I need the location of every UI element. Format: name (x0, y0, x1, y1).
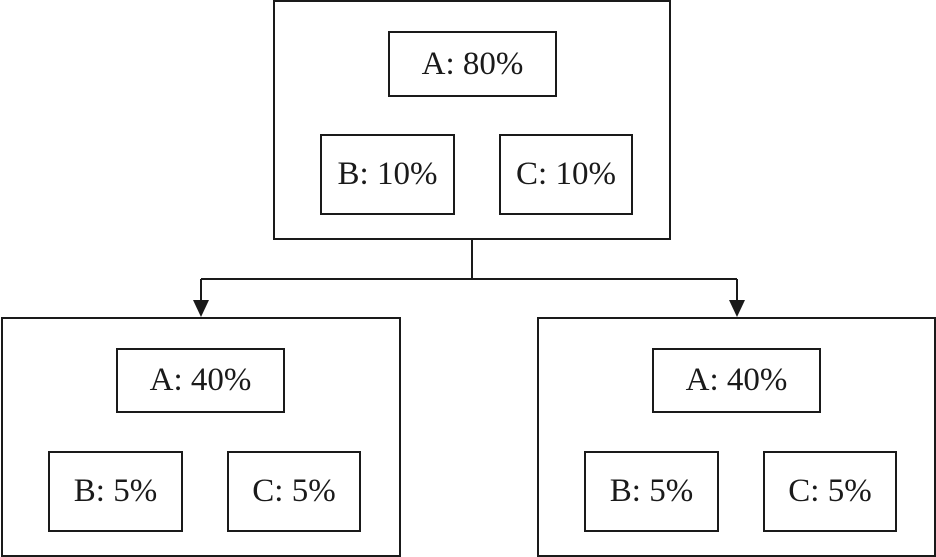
top-cell-c-label: C: 10% (516, 156, 616, 192)
left-cell-b-label: B: 5% (73, 473, 158, 509)
top-cell-a: A: 80% (388, 31, 557, 97)
right-cell-b: B: 5% (584, 451, 719, 532)
right-cell-a: A: 40% (652, 348, 821, 413)
left-cell-a-label: A: 40% (149, 362, 252, 398)
right-cell-c-label: C: 5% (788, 473, 872, 509)
top-cell-b: B: 10% (320, 134, 455, 215)
top-cell-a-label: A: 80% (421, 45, 524, 82)
top-cell-b-label: B: 10% (337, 156, 438, 192)
right-cell-a-label: A: 40% (685, 362, 788, 398)
right-cell-c: C: 5% (763, 451, 897, 532)
left-cell-c: C: 5% (227, 451, 361, 532)
top-cell-c: C: 10% (499, 134, 633, 215)
arrowhead-right (729, 300, 745, 317)
left-cell-a: A: 40% (116, 348, 285, 413)
right-cell-b-label: B: 5% (609, 473, 694, 509)
left-cell-c-label: C: 5% (252, 473, 336, 509)
left-cell-b: B: 5% (48, 451, 183, 532)
arrowhead-left (193, 300, 209, 317)
